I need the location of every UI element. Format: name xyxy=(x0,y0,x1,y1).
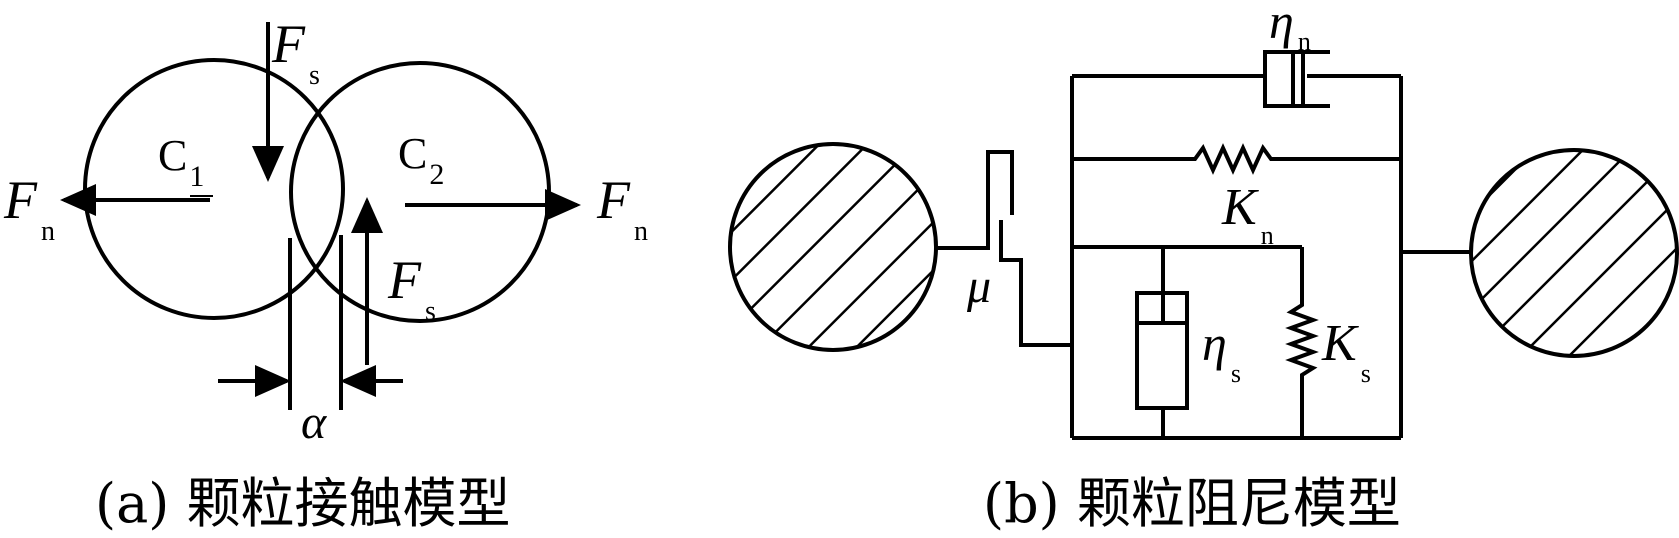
shear-force-bottom-label: Fs xyxy=(387,250,436,327)
caption-panel-b: (b) 颗粒阻尼模型 xyxy=(983,472,1401,535)
k-s-label: Ks xyxy=(1321,315,1371,388)
panel-b-damping-model xyxy=(728,50,1679,440)
particle-c1-circle xyxy=(83,58,345,320)
overlap-alpha-label: α xyxy=(301,396,327,449)
particle-right-hatched xyxy=(1469,148,1679,358)
dashpot-eta-n-body xyxy=(1263,50,1305,108)
caption-panel-a: (a) 颗粒接触模型 xyxy=(95,472,511,535)
friction-slider-left-part xyxy=(936,150,1014,250)
spring-k-s xyxy=(1285,247,1319,438)
friction-mu-label: μ xyxy=(966,260,991,313)
c1-label: C1 xyxy=(158,131,204,193)
panel-a-contact-model xyxy=(60,22,581,410)
normal-force-right-label: Fn xyxy=(596,170,648,247)
spring-k-n xyxy=(1072,143,1401,175)
particle-left-hatched xyxy=(728,142,938,352)
friction-slider-right-part xyxy=(999,220,1072,347)
normal-force-left-label: Fn xyxy=(3,170,55,247)
eta-s-label: ηs xyxy=(1202,315,1241,388)
c2-label: C2 xyxy=(398,129,444,191)
shear-force-top-label: Fs xyxy=(271,14,320,91)
